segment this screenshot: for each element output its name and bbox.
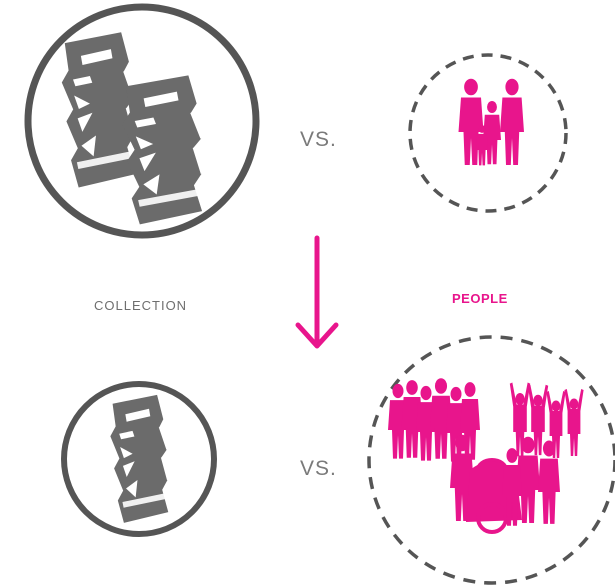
arrow-down-icon (295, 235, 339, 349)
collection-circle-small (61, 381, 217, 537)
book-stack-icon (106, 393, 173, 525)
vs-label-bottom: VS. (300, 457, 337, 480)
people-circle-large (367, 335, 615, 585)
family-group-icon (458, 78, 524, 166)
people-label: PEOPLE (452, 291, 508, 306)
collection-circle-large (24, 3, 260, 239)
collection-label: COLLECTION (94, 298, 188, 313)
people-circle-small (408, 53, 568, 213)
books-stack-icon (57, 30, 208, 226)
vs-label-top: VS. (300, 128, 337, 151)
crowd-icon (388, 378, 584, 534)
